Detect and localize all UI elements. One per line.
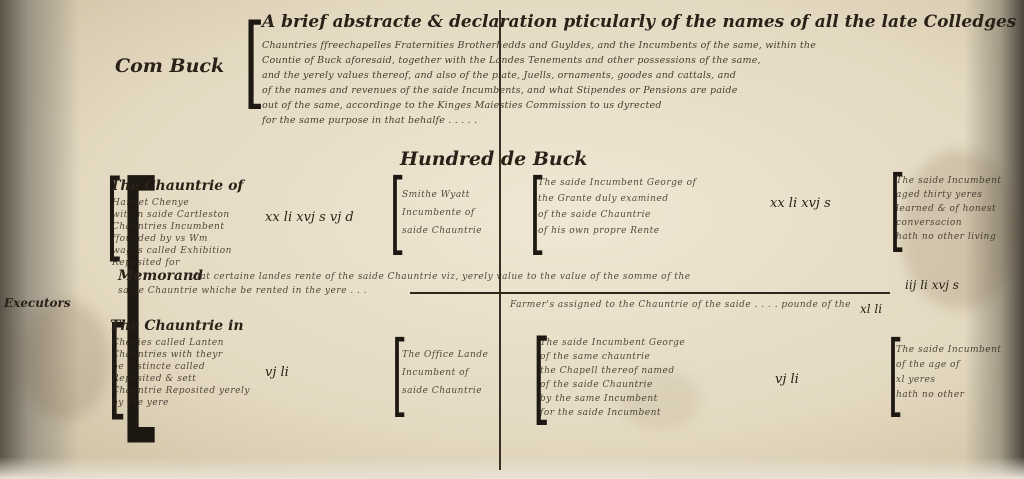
entry-2-right: The saide Incumbent: [896, 345, 1002, 355]
county-label: Com Buck: [115, 55, 225, 77]
entry-1-note: of his own propre Rente: [538, 226, 660, 236]
entry-1-mid: saide Chauntrie: [402, 226, 483, 236]
entry-1-note: The saide Incumbent George of: [538, 178, 697, 188]
memorandum-line: that certaine landes rente of the saide …: [190, 272, 691, 282]
entry-1-desc: within saide Cartleston: [112, 210, 230, 220]
entry-1-mid-brace: [: [389, 160, 406, 265]
entry-2-note: for the saide Incumbent: [540, 408, 662, 418]
entry-2-note: The saide Incumbent George: [540, 338, 686, 348]
entry-1-right: learned & of honest: [896, 204, 997, 214]
entry-1-name: The Chauntrie of: [110, 178, 244, 194]
stain: [620, 370, 700, 430]
entry-1-brace: [: [106, 160, 124, 272]
memorandum-rule: [410, 292, 890, 294]
entry-1-right-brace: [: [889, 157, 906, 262]
entry-1-right: hath no other living: [896, 232, 997, 242]
entry-2-note: the Chapell thereof named: [540, 366, 675, 376]
paper-edge-left: [0, 0, 80, 479]
entry-1-note-brace: [: [529, 160, 546, 265]
entry-2-right: xl yeres: [896, 375, 936, 385]
entry-1-value: xx li xvj s vj d: [265, 210, 354, 225]
section-heading: Hundred de Buck: [400, 148, 588, 170]
stain: [20, 300, 110, 420]
entry-2-amount: vj li: [775, 372, 799, 387]
entry-1-desc: Chauntries Incumbent: [112, 222, 225, 232]
entry-2-note: of the same chauntrie: [540, 352, 651, 362]
executor-label: Executors: [4, 296, 71, 310]
header-line: out of the same, accordinge to the Kinge…: [262, 100, 662, 111]
paper-edge-bottom: [0, 457, 1024, 479]
entry-2-mid: Incumbent of: [402, 368, 469, 378]
entry-2-mid: saide Chauntrie: [402, 386, 483, 396]
entry-2-desc: Chenies called Lanten: [112, 338, 224, 348]
stain: [900, 150, 1020, 310]
entry-1-right: The saide Incumbent: [896, 176, 1002, 186]
entry-2-desc: be distincte called: [112, 362, 206, 372]
entry-1-desc: Reposited for: [112, 258, 180, 268]
entry-1-desc: wages called Exhibition: [112, 246, 232, 256]
header-line: Chauntries ffreechapelles Fraternities B…: [262, 40, 817, 51]
paper-edge-right: [964, 0, 1024, 479]
memorandum-right: iij li xvj s: [905, 278, 959, 292]
entry-1-right: aged thirty yeres: [896, 190, 983, 200]
executor-brace: [: [117, 125, 164, 474]
fold-line: [499, 10, 501, 470]
entry-2-mid-brace: [: [391, 322, 408, 427]
entry-2-desc: Chauntrie Reposited yerely: [112, 386, 250, 396]
entry-2-desc: Chauntries with theyr: [112, 350, 223, 360]
entry-1-note: the Grante duly examined: [538, 194, 669, 204]
memorandum-label: Memorand: [118, 268, 203, 284]
entry-1-amount: xx li xvj s: [770, 196, 831, 211]
entry-2-value: vj li: [265, 365, 289, 380]
entry-1-desc: Hamlet Chenye: [112, 198, 190, 208]
entry-2-name: The Chauntrie in: [110, 318, 244, 334]
header-bracket: [: [243, 3, 266, 120]
entry-2-desc: Reposited & sett: [112, 374, 197, 384]
entry-1-note: of the saide Chauntrie: [538, 210, 651, 220]
header-line: for the same purpose in that behalfe . .…: [262, 115, 478, 126]
memorandum-line: Farmer's assigned to the Chauntrie of th…: [510, 300, 852, 310]
header-line: and the yerely values thereof, and also …: [262, 70, 737, 81]
document-title: A brief abstracte & declaration pticular…: [262, 12, 1017, 32]
memorandum-value: xl li: [860, 302, 883, 316]
entry-1-mid: Smithe Wyatt: [402, 190, 470, 200]
entry-2-right: hath no other: [896, 390, 965, 400]
entry-2-note: of the saide Chauntrie: [540, 380, 653, 390]
entry-2-brace: [: [107, 303, 128, 431]
entry-1-mid: Incumbente of: [402, 208, 475, 218]
entry-1-desc: ffounded by vs Wm: [112, 234, 208, 244]
entry-2-note: by the same Incumbent: [540, 394, 658, 404]
memorandum-line: saide Chauntrie whiche be rented in the …: [118, 286, 368, 296]
header-line: of the names and revenues of the saide I…: [262, 85, 738, 96]
entry-2-desc: by the yere: [112, 398, 169, 408]
header-line: Countie of Buck aforesaid, together with…: [262, 55, 761, 66]
entry-1-right: conversacion: [896, 218, 963, 228]
entry-2-note-brace: [: [532, 319, 551, 436]
entry-2-right-brace: [: [887, 322, 904, 427]
entry-2-mid: The Office Lande: [402, 350, 489, 360]
entry-2-right: of the age of: [896, 360, 960, 370]
